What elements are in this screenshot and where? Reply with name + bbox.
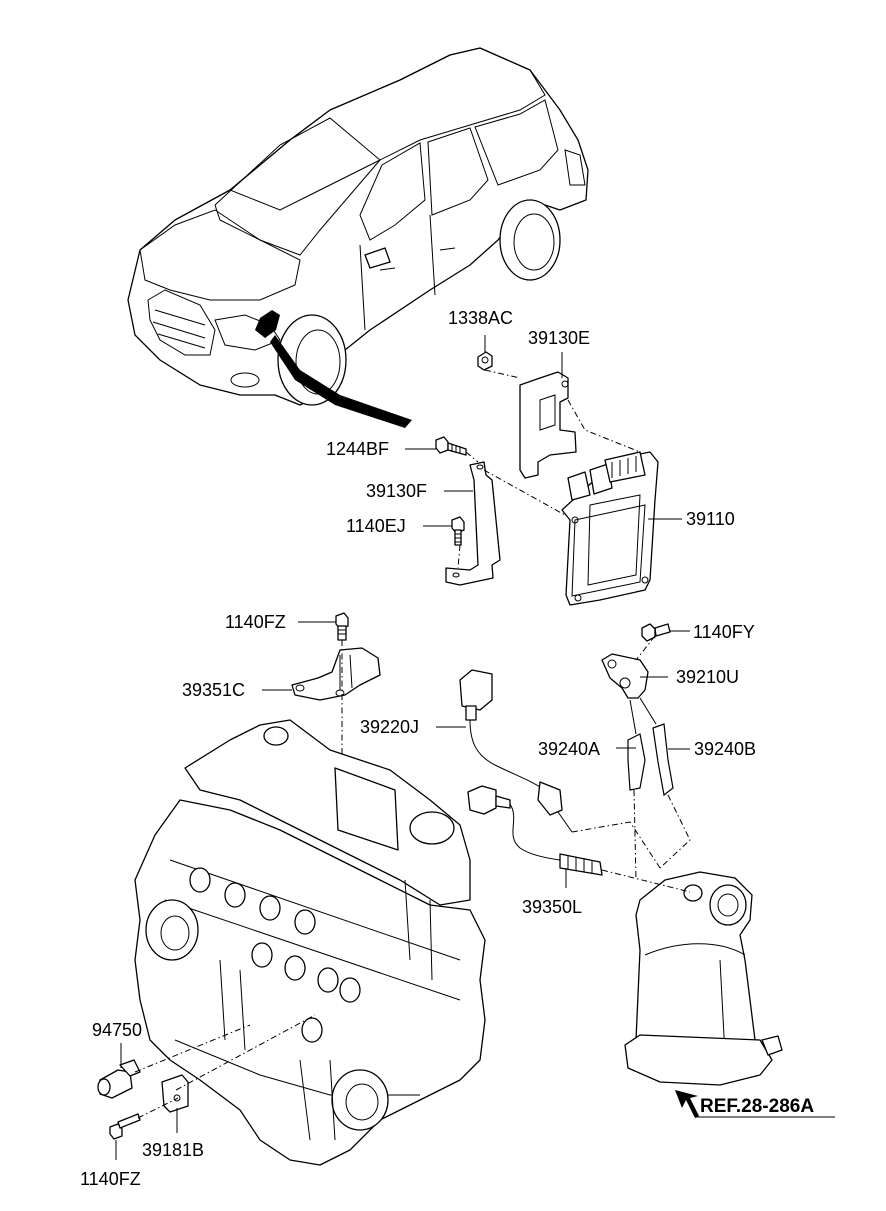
knock-sensor-assembly [97,1014,316,1140]
leader-lines [115,335,690,1160]
sensor-39210u [601,653,649,699]
bolt-icon [451,516,465,546]
label-1244bf: 1244BF [326,439,389,459]
label-39350l: 39350L [522,897,582,917]
nut-icon [477,351,493,371]
bracket-39130e [519,371,577,479]
label-39240b: 39240B [694,739,756,759]
ecu-location-marker [255,310,280,338]
bolt-icon [641,623,671,642]
bracket-39181b [161,1074,189,1113]
label-39210u: 39210U [676,667,739,687]
label-39240a: 39240A [538,739,600,759]
sensor-94750 [97,1059,141,1099]
bolt-icon [335,612,349,641]
engine-block [134,719,486,1166]
sensor-bracket-assembly [291,612,381,765]
label-39220j: 39220J [360,717,419,737]
label-1338ac: 1338AC [448,308,513,328]
label-ref: REF.28-286A [700,1096,814,1117]
label-39181b: 39181B [142,1140,204,1160]
label-1140fz-top: 1140FZ [225,612,286,632]
bolt-icon [109,1113,141,1140]
ecu-module [561,451,659,606]
sensor-hose-assembly [459,623,783,1086]
label-39130e: 39130E [528,328,590,348]
hose-39240a [627,733,646,791]
part-labels: 1338AC 39130E 1244BF 39130F 1140EJ 39110… [80,308,814,1189]
catalytic-converter [624,871,783,1086]
reference-callout [675,1090,835,1118]
label-39110: 39110 [686,509,735,529]
bolt-icon [435,436,467,456]
label-1140ej: 1140EJ [346,516,406,536]
ecu-assembly [435,351,659,606]
label-1140fy: 1140FY [693,622,755,642]
bracket-39130f [445,461,501,586]
label-94750: 94750 [92,1020,142,1040]
vehicle-illustration [127,47,589,428]
label-39130f: 39130F [366,481,427,501]
sensor-39220j [459,669,573,833]
label-1140fz-bottom: 1140FZ [80,1169,141,1189]
label-39351c: 39351C [182,680,245,700]
location-arrow [270,335,412,428]
bracket-39351c [291,647,381,701]
hose-39240b [652,723,674,797]
sensor-39350l [467,785,603,876]
